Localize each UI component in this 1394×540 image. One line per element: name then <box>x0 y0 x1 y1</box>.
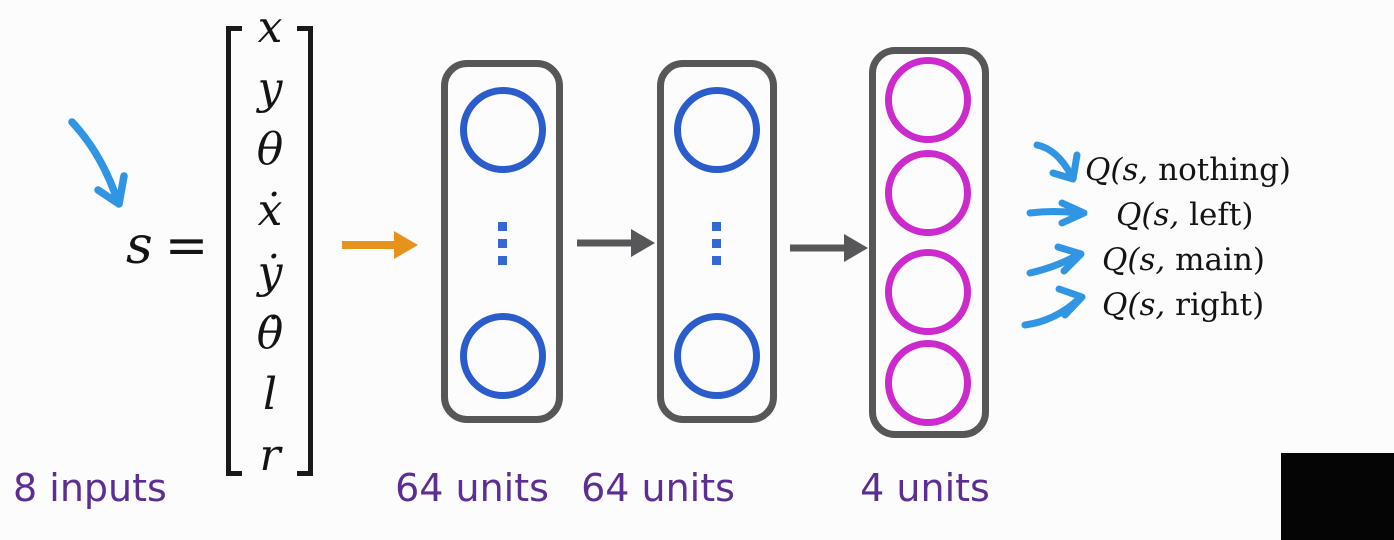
equals-sign: = <box>164 216 209 276</box>
vector-entry-theta: θ <box>256 124 284 176</box>
q-action-text: nothing) <box>1148 152 1292 188</box>
hidden2-bottom-node <box>674 313 760 399</box>
output-layer <box>869 47 989 438</box>
vector-left-bracket <box>226 26 242 476</box>
vector-entry-ydot: ẏ <box>257 246 283 298</box>
q-left-arrow-icon <box>1026 199 1088 227</box>
hidden1-units-label: 64 units <box>395 466 549 510</box>
state-pointer-arrow-icon <box>68 118 128 208</box>
dot <box>712 256 721 265</box>
q-value-nothing: Q(s, nothing) <box>1085 152 1291 188</box>
state-equation: s= <box>126 218 208 274</box>
vector-entry-l: l <box>262 368 278 420</box>
hidden1-ellipsis-dots <box>498 222 507 265</box>
state-symbol: s <box>126 216 153 276</box>
output-node-4 <box>885 340 971 426</box>
hidden-layer-2 <box>657 60 777 423</box>
inputs-count-label: 8 inputs <box>13 466 167 510</box>
dot <box>498 222 507 231</box>
hidden2-ellipsis-dots <box>712 222 721 265</box>
hidden-layer-1 <box>441 60 563 423</box>
input-to-hidden1-arrow-icon <box>342 231 418 259</box>
hidden2-top-node <box>674 87 760 173</box>
q-main-arrow-icon <box>1026 243 1085 277</box>
hidden1-top-node <box>460 87 546 173</box>
q-right-arrow-icon <box>1021 285 1086 329</box>
q-value-left: Q(s, left) <box>1116 197 1253 233</box>
q-action-text: main) <box>1165 242 1265 278</box>
hidden2-units-label: 64 units <box>581 466 735 510</box>
output-node-2 <box>885 150 971 236</box>
black-overlay-box <box>1281 453 1394 540</box>
output-units-label: 4 units <box>860 466 990 510</box>
dot <box>498 239 507 248</box>
output-node-1 <box>885 57 971 143</box>
q-value-right: Q(s, right) <box>1102 287 1264 323</box>
state-vector: x y θ ẋ ẏ θ̇ l r <box>236 6 304 478</box>
q-action-text: right) <box>1165 287 1265 323</box>
vector-entry-thetadot: θ̇ <box>256 307 284 359</box>
dot <box>498 256 507 265</box>
q-value-main: Q(s, main) <box>1102 242 1265 278</box>
q-function-text: Q(s, <box>1085 152 1149 188</box>
vector-right-bracket <box>297 26 313 476</box>
hidden2-to-output-arrow-icon <box>790 234 868 262</box>
q-action-text: left) <box>1179 197 1254 233</box>
hidden1-bottom-node <box>460 313 546 399</box>
vector-entry-y: y <box>257 63 283 115</box>
q-nothing-arrow-icon <box>1033 141 1081 183</box>
hidden1-to-hidden2-arrow-icon <box>577 229 655 257</box>
vector-entry-r: r <box>259 429 281 481</box>
q-function-text: Q(s, <box>1116 197 1180 233</box>
q-function-text: Q(s, <box>1102 242 1166 278</box>
vector-entry-xdot: ẋ <box>257 185 283 237</box>
vector-entry-x: x <box>257 2 283 53</box>
q-function-text: Q(s, <box>1102 287 1166 323</box>
dot <box>712 239 721 248</box>
output-node-3 <box>885 249 971 335</box>
dot <box>712 222 721 231</box>
